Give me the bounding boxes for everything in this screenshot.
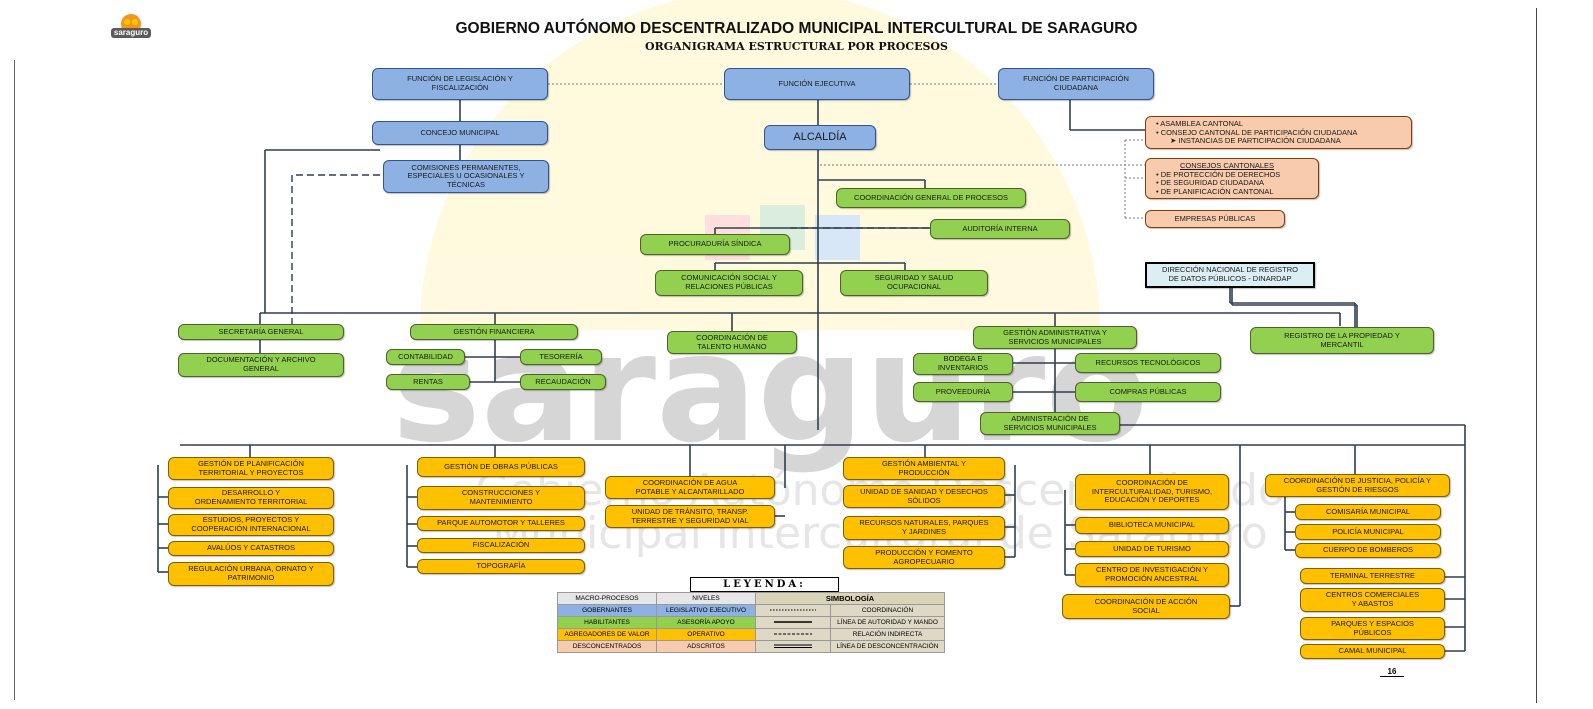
list-item: • CONSEJO CANTONAL DE PARTICIPACIÓN CIUD… [1156, 127, 1358, 137]
node-topography: TOPOGRAFÍA [417, 559, 585, 574]
node-municipal-council: CONCEJO MUNICIPAL [372, 121, 548, 145]
legend-macro-row: AGREGADORES DE VALOR [557, 628, 657, 641]
logo-sun-icon [111, 14, 151, 38]
legend-header-levels: NIVELES [656, 592, 756, 605]
node-cantonal-councils-group: CONSEJOS CANTONALES • DE PROTECCIÓN DE D… [1145, 158, 1319, 199]
legend-title: LEYENDA: [690, 577, 839, 592]
legend-level-row: LEGISLATIVO EJECUTIVO [656, 604, 756, 617]
node-inspection: FISCALIZACIÓN [417, 538, 585, 553]
node-collection: RECAUDACIÓN [520, 374, 606, 390]
node-treasury: TESORERÍA [520, 349, 602, 365]
node-fire-department: CUERPO DE BOMBEROS [1295, 543, 1441, 558]
page-border-left [14, 60, 15, 700]
node-ancestral-research-center: CENTRO DE INVESTIGACIÓN Y PROMOCIÓN ANCE… [1075, 563, 1229, 587]
node-internal-audit: AUDITORÍA INTERNA [930, 219, 1070, 239]
legend-level-row: ASESORÍA APOYO [656, 616, 756, 629]
node-municipal-services-admin: ADMINISTRACIÓN DE SERVICIOS MUNICIPALES [980, 412, 1120, 435]
node-commercial-centers: CENTROS COMERCIALES Y ABASTOS [1300, 588, 1445, 612]
document-subtitle: ORGANIGRAMA ESTRUCTURAL POR PROCESOS [645, 40, 948, 53]
node-natural-resources: RECURSOS NATURALES, PARQUES Y JARDINES [843, 516, 1005, 540]
node-environmental-management: GESTIÓN AMBIENTAL Y PRODUCCIÓN [843, 457, 1005, 480]
node-citizen-participation: FUNCIÓN DE PARTICIPACIÓN CIUDADANA [998, 68, 1154, 100]
node-general-coordination: COORDINACIÓN GENERAL DE PROCESOS [836, 188, 1026, 208]
watermark-sun [420, 0, 1100, 330]
node-municipal-police: POLICÍA MUNICIPAL [1295, 524, 1441, 540]
legend-meaning-row: RELACIÓN INDIRECTA [830, 628, 945, 641]
node-fleet-workshops: PARQUE AUTOMOTOR Y TALLERES [417, 516, 585, 531]
node-interculturality-tourism: COORDINACIÓN DE INTERCULTURALIDAD, TURIS… [1075, 474, 1229, 510]
node-parks-public-spaces: PARQUES Y ESPACIOS PÚBLICOS [1300, 617, 1445, 640]
node-municipal-slaughterhouse: CAMAL MUNICIPAL [1300, 644, 1445, 659]
node-supply: PROVEEDURÍA [913, 382, 1013, 402]
node-dinardap: DIRECCIÓN NACIONAL DE REGISTRO DE DATOS … [1145, 262, 1315, 288]
node-legislative-function: FUNCIÓN DE LEGISLACIÓN Y FISCALIZACIÓN [372, 68, 548, 100]
list-item: • ASAMBLEA CANTONAL [1156, 119, 1244, 128]
node-transit-transport: UNIDAD DE TRÁNSITO, TRANSP. TERRESTRE Y … [605, 505, 775, 528]
municipality-logo: saraguro [105, 10, 157, 40]
logo-wordmark: saraguro [113, 28, 149, 37]
node-social-communication: COMUNICACIÓN SOCIAL Y RELACIONES PÚBLICA… [655, 270, 803, 296]
node-warehouse-inventory: BODEGA E INVENTARIOS [913, 353, 1013, 375]
node-territorial-development: DESARROLLO Y ORDENAMIENTO TERRITORIAL [168, 487, 334, 509]
node-social-action: COORDINACIÓN DE ACCIÓN SOCIAL [1062, 594, 1230, 619]
node-agricultural-production: PRODUCCIÓN Y FOMENTO AGROPECUARIO [843, 546, 1005, 569]
legend-symbol-dotted [755, 604, 831, 617]
node-property-registry: REGISTRO DE LA PROPIEDAD Y MERCANTIL [1250, 327, 1434, 354]
legend-meaning-row: LÍNEA DE AUTORIDAD Y MANDO [830, 616, 945, 629]
node-solid-waste: UNIDAD DE SANIDAD Y DESECHOS SÓLIDOS [843, 485, 1005, 508]
legend-macro-row: HABILITANTES [557, 616, 657, 629]
node-legal-office: PROCURADURÍA SÍNDICA [640, 234, 790, 255]
node-mayor-office: ALCALDÍA [764, 125, 876, 150]
node-urban-regulation: REGULACIÓN URBANA, ORNATO Y PATRIMONIO [168, 562, 334, 586]
node-public-works: GESTIÓN DE OBRAS PÚBLICAS [417, 457, 585, 477]
node-accounting: CONTABILIDAD [386, 349, 465, 365]
node-appraisal-cadastre: AVALÚOS Y CATASTROS [168, 541, 334, 556]
node-studies-projects: ESTUDIOS, PROYECTOS Y COOPERACIÓN INTERN… [168, 514, 334, 536]
node-tech-resources: RECURSOS TECNOLÓGICOS [1075, 353, 1221, 373]
legend-table: MACRO-PROCESOS NIVELES SIMBOLOGÍA GOBERN… [557, 592, 945, 653]
list-item: • DE SEGURIDAD CIUDADANA [1156, 178, 1265, 188]
legend-meaning-row: LÍNEA DE DESCONCENTRACIÓN [830, 640, 945, 653]
page-number: 16 [1380, 667, 1404, 677]
node-cantonal-assembly-group: • ASAMBLEA CANTONAL • CONSEJO CANTONAL D… [1145, 116, 1412, 149]
legend-header-symbology: SIMBOLOGÍA [755, 592, 945, 605]
legend-symbol-double [755, 640, 831, 653]
legend-level-row: ADSCRITOS [656, 640, 756, 653]
node-human-talent: COORDINACIÓN DE TALENTO HUMANO [667, 331, 797, 354]
node-territorial-planning: GESTIÓN DE PLANIFICACIÓN TERRITORIAL Y P… [168, 457, 334, 480]
node-bus-terminal: TERMINAL TERRESTRE [1300, 568, 1445, 584]
list-item: • DE PLANIFICACIÓN CANTONAL [1156, 186, 1274, 196]
node-general-secretary: SECRETARÍA GENERAL [178, 324, 344, 340]
node-administrative-management: GESTIÓN ADMINISTRATIVA Y SERVICIOS MUNIC… [973, 326, 1137, 349]
node-executive-function: FUNCIÓN EJECUTIVA [724, 68, 910, 100]
legend-symbol-solid [755, 616, 831, 629]
document-title: GOBIERNO AUTÓNOMO DESCENTRALIZADO MUNICI… [455, 20, 1138, 37]
node-construction: CONSTRUCCIONES Y MANTENIMIENTO [417, 486, 585, 510]
node-occupational-safety: SEGURIDAD Y SALUD OCUPACIONAL [840, 270, 988, 296]
node-revenue: RENTAS [386, 374, 470, 390]
page-border-right [1536, 8, 1537, 703]
list-heading: CONSEJOS CANTONALES [1180, 161, 1275, 170]
node-municipal-police-station: COMISARÍA MUNICIPAL [1295, 504, 1441, 520]
legend-header-macro: MACRO-PROCESOS [557, 592, 657, 605]
legend-meaning-row: COORDINACIÓN [830, 604, 945, 617]
legend-macro-row: DESCONCENTRADOS [557, 640, 657, 653]
list-item: ➤ INSTANCIAS DE PARTICIPACIÓN CIUDADANA [1170, 136, 1341, 146]
node-commissions: COMISIONES PERMANENTES, ESPECIALES U OCA… [383, 160, 549, 193]
legend-macro-row: GOBERNANTES [557, 604, 657, 617]
node-documentation-archive: DOCUMENTACIÓN Y ARCHIVO GENERAL [178, 353, 344, 377]
node-municipal-library: BIBLIOTECA MUNICIPAL [1075, 517, 1229, 534]
node-financial-management: GESTIÓN FINANCIERA [410, 324, 578, 340]
watermark-tile-blue [815, 215, 860, 260]
node-public-enterprises: EMPRESAS PÚBLICAS [1145, 210, 1285, 228]
node-tourism-unit: UNIDAD DE TURISMO [1075, 541, 1229, 557]
node-justice-police-risk: COORDINACIÓN DE JUSTICIA, POLICÍA Y GEST… [1265, 474, 1450, 497]
legend-level-row: OPERATIVO [656, 628, 756, 641]
node-water-sewerage: COORDINACIÓN DE AGUA POTABLE Y ALCANTARI… [605, 476, 775, 499]
node-public-procurement: COMPRAS PÚBLICAS [1075, 382, 1221, 402]
list-item: • DE PROTECCIÓN DE DERECHOS [1156, 169, 1281, 179]
legend-symbol-dashed [755, 628, 831, 641]
